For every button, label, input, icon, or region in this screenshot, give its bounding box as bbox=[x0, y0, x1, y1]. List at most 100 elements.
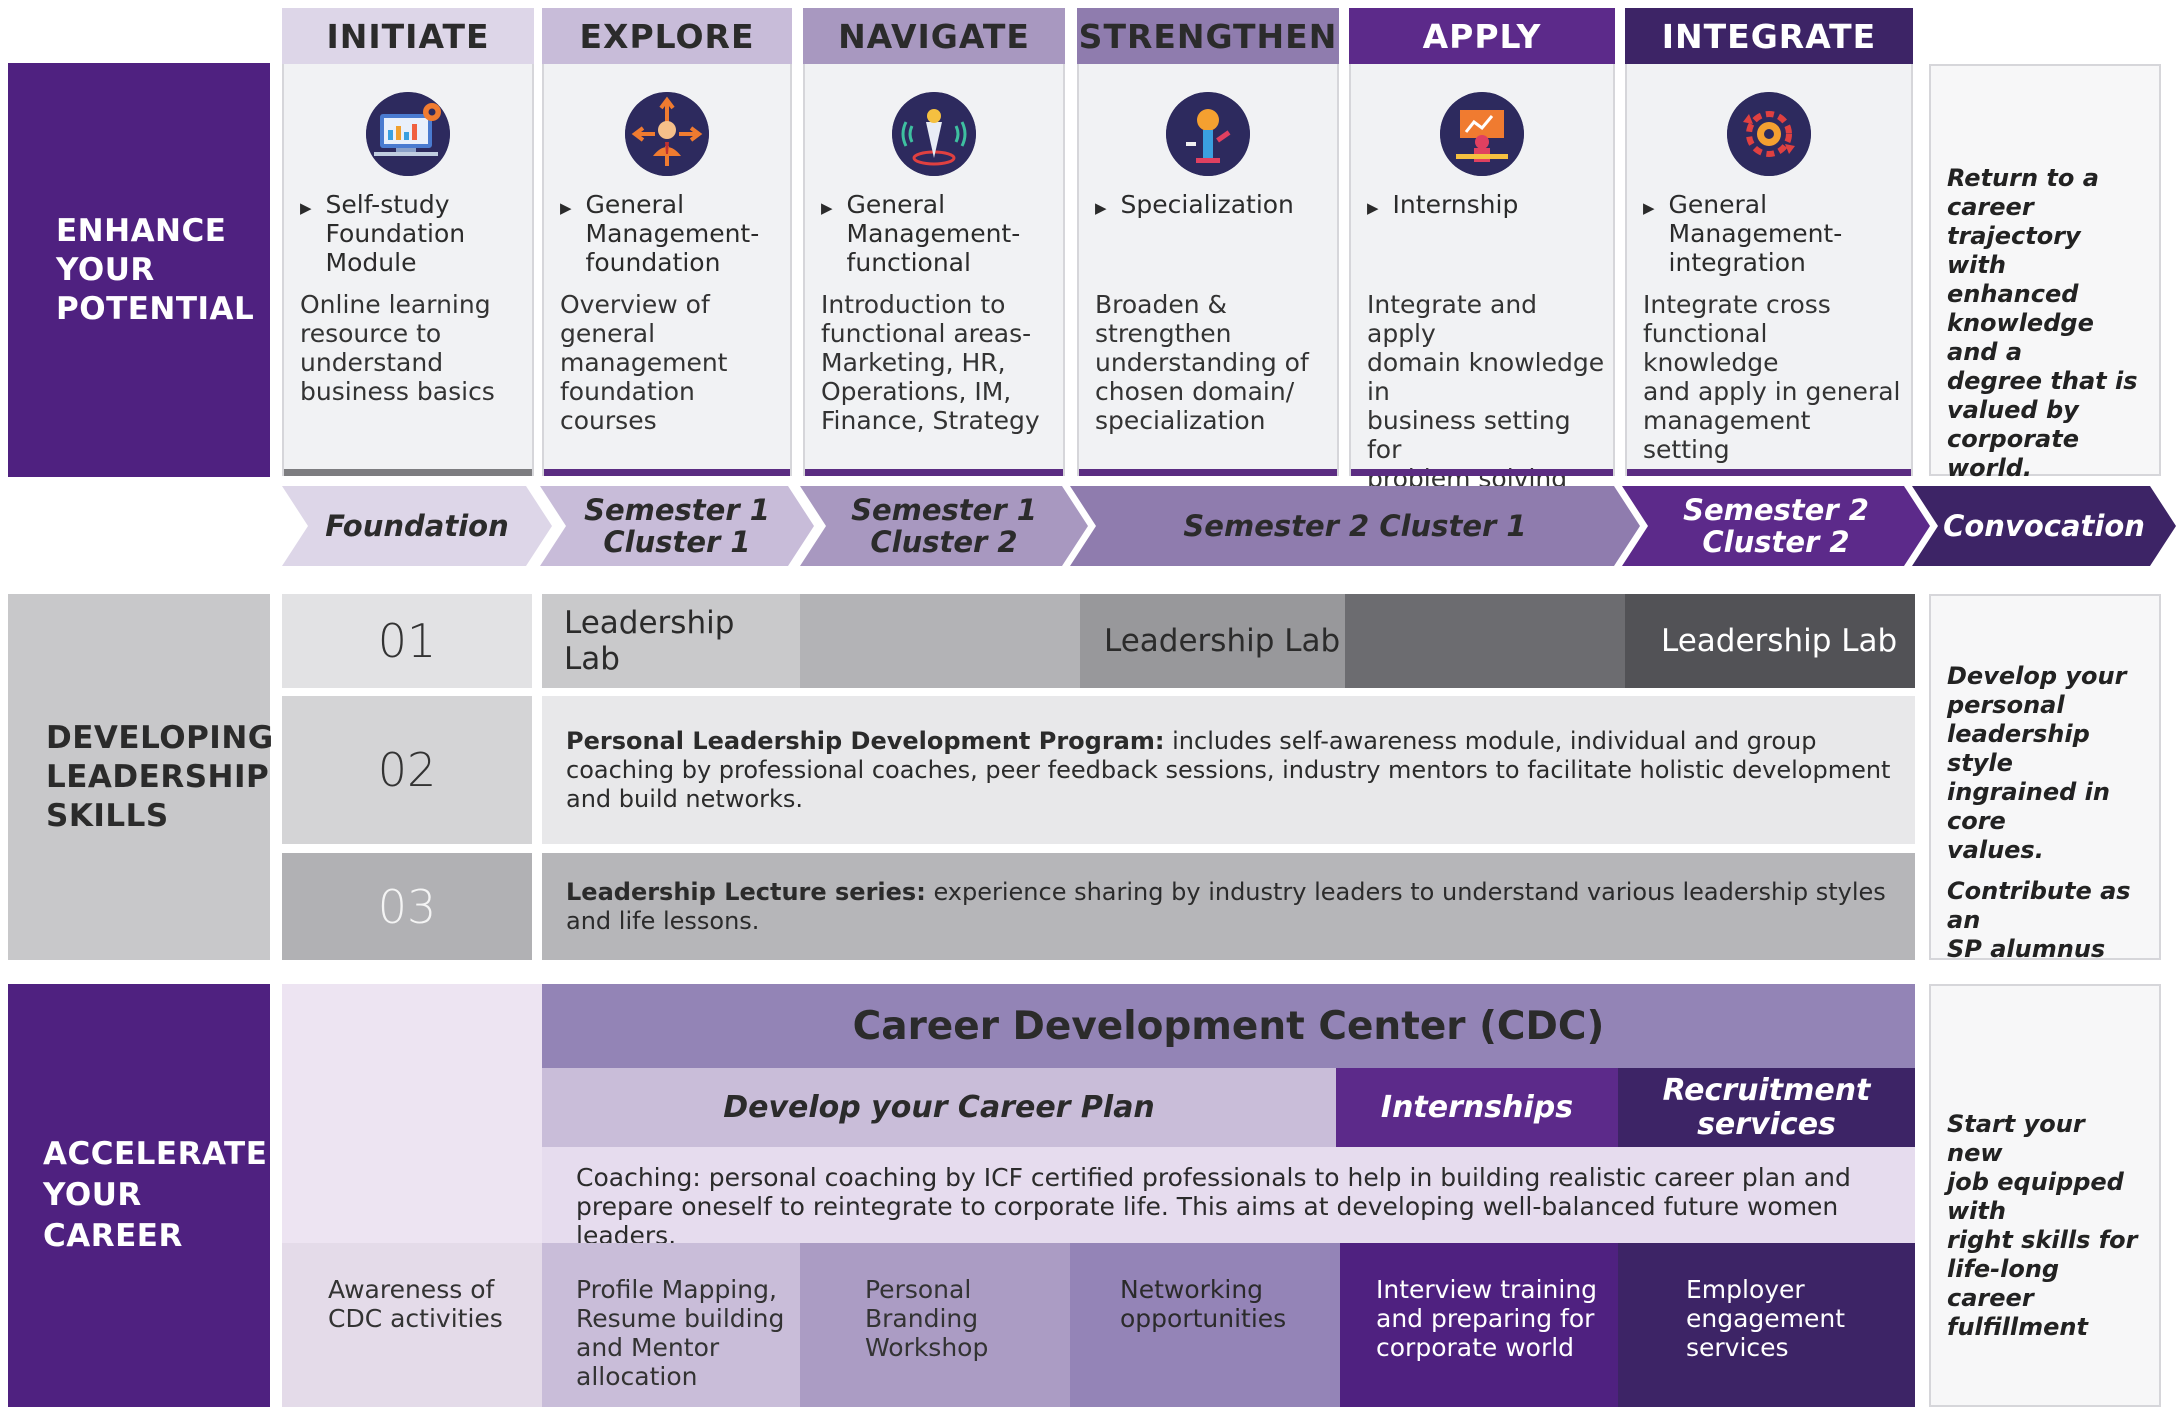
row-header-developing-line-1: DEVELOPING bbox=[46, 719, 274, 756]
stage-bottom-bar bbox=[544, 469, 790, 476]
bullet-arrow-icon: ▶ bbox=[1643, 199, 1655, 217]
personal-leadership-program: Personal Leadership Development Program:… bbox=[542, 696, 1915, 844]
row-header-enhance-line-3: POTENTIAL bbox=[56, 290, 255, 327]
side-note-line: Contribute as an bbox=[1947, 877, 2131, 934]
timeline-label: Semester 1 bbox=[851, 493, 1037, 527]
stage-title: INTEGRATE bbox=[1661, 16, 1877, 56]
career-foundation-area bbox=[282, 984, 542, 1243]
timeline-semester-1-cluster-1: Semester 1 Cluster 1 bbox=[540, 486, 814, 566]
coaching-text: personal coaching by ICF certified profe… bbox=[576, 1163, 1851, 1250]
program-text: includes self-awareness module, individu… bbox=[566, 726, 1891, 813]
desc-line: understanding of bbox=[1095, 348, 1309, 377]
side-note-line: degree that is bbox=[1947, 367, 2138, 395]
stage-title: INITIATE bbox=[326, 16, 490, 56]
side-note-line: valued by bbox=[1947, 396, 2079, 424]
cell-line: engagement bbox=[1686, 1304, 1846, 1333]
timeline-foundation: Foundation bbox=[282, 486, 552, 566]
timeline-label: Semester 2 Cluster 1 bbox=[1183, 509, 1527, 543]
coaching-title: Coaching: bbox=[576, 1163, 701, 1192]
leadership-lecture-series: Leadership Lecture series: experience sh… bbox=[542, 853, 1915, 960]
side-note-enhance: Return to a career trajectory with enhan… bbox=[1929, 64, 2161, 482]
side-note-line: fulfillment bbox=[1947, 1313, 2088, 1341]
presentation-desk-icon bbox=[1440, 92, 1524, 176]
recruitment-label: Recruitment bbox=[1662, 1072, 1871, 1108]
timeline-label: Cluster 2 bbox=[870, 525, 1018, 559]
stage-title: STRENGTHEN bbox=[1078, 16, 1338, 56]
row-header-developing: DEVELOPING LEADERSHIP SKILLS bbox=[8, 594, 274, 960]
stage-header-initiate: INITIATE bbox=[282, 8, 534, 64]
stage-bottom-bar bbox=[1079, 469, 1337, 476]
timeline-label: Cluster 1 bbox=[603, 525, 751, 559]
businessman-arrows-icon bbox=[625, 92, 709, 176]
leadership-number-03: 03 bbox=[282, 853, 532, 960]
bullet-line: General bbox=[846, 190, 946, 219]
bullet-line: integration bbox=[1668, 248, 1806, 277]
stage-description: Integrate and apply domain knowledge in … bbox=[1367, 290, 1605, 493]
cell-line: Branding bbox=[865, 1304, 979, 1333]
bullet-line: Internship bbox=[1392, 190, 1519, 219]
side-note-line: Develop your bbox=[1947, 662, 2127, 690]
stage-bottom-bar bbox=[1627, 469, 1911, 476]
side-note-line: ingrained in core bbox=[1947, 778, 2110, 835]
stage-header-strengthen: STRENGTHEN bbox=[1077, 8, 1339, 64]
side-note-line: leadership style bbox=[1947, 720, 2090, 777]
timeline-label: Cluster 2 bbox=[1702, 525, 1850, 559]
side-note-line: life-long career bbox=[1947, 1255, 2060, 1312]
career-cell-awareness: Awareness of CDC activities bbox=[282, 1243, 542, 1407]
stage-card-explore: ▶ General Management- foundation Overvie… bbox=[542, 64, 792, 476]
stage-description: Introduction to functional areas- Market… bbox=[821, 290, 1055, 435]
cell-line: Workshop bbox=[865, 1333, 989, 1362]
cell-line: Networking bbox=[1120, 1275, 1264, 1304]
bullet-line: foundation bbox=[585, 248, 721, 277]
side-note-line: SP alumnus bbox=[1947, 935, 2106, 963]
side-note-line: right skills for bbox=[1947, 1226, 2138, 1254]
stage-header-apply: APPLY bbox=[1349, 8, 1615, 64]
row-header-enhance-line-2: YOUR bbox=[56, 251, 155, 288]
stage-card-apply: ▶ Internship Integrate and apply domain … bbox=[1349, 64, 1615, 493]
cell-line: and preparing for bbox=[1376, 1304, 1595, 1333]
stage-title: APPLY bbox=[1422, 16, 1542, 56]
cdc-title-bar: Career Development Center (CDC) bbox=[542, 984, 1915, 1068]
cell-line: Employer bbox=[1686, 1275, 1805, 1304]
career-plan-label: Develop your Career Plan bbox=[723, 1090, 1155, 1125]
timeline-label: Foundation bbox=[325, 509, 509, 543]
lightbulb-tools-icon bbox=[1166, 92, 1250, 176]
career-cell-interview-training: Interview training and preparing for cor… bbox=[1340, 1243, 1618, 1407]
side-note-line: knowledge and a bbox=[1947, 309, 2094, 366]
bullet-line: General bbox=[585, 190, 685, 219]
timeline-semester-2-cluster-2: Semester 2 Cluster 2 bbox=[1622, 486, 1930, 566]
desc-line: Integrate and apply bbox=[1367, 290, 1538, 348]
dashboard-monitor-icon bbox=[366, 92, 450, 176]
bullet-line: Specialization bbox=[1120, 190, 1294, 219]
side-note-line: job equipped with bbox=[1947, 1168, 2124, 1225]
recruitment-bar: Recruitment services bbox=[1618, 1068, 1915, 1147]
desc-line: Operations, IM, bbox=[821, 377, 1012, 406]
stage-bullet: ▶ Internship bbox=[1367, 190, 1603, 223]
desc-line: foundation courses bbox=[560, 377, 695, 435]
row-header-accelerate-line-1: ACCELERATE bbox=[43, 1136, 268, 1172]
lecture-title: Leadership Lecture series: bbox=[566, 877, 926, 906]
stage-header-integrate: INTEGRATE bbox=[1625, 8, 1913, 64]
stage-bullet: ▶ General Management- integration bbox=[1643, 190, 1901, 277]
bullet-line: functional bbox=[846, 248, 971, 277]
leadership-lab-3: Leadership Lab bbox=[1625, 594, 1915, 688]
cell-line: services bbox=[1686, 1333, 1789, 1362]
bullet-arrow-icon: ▶ bbox=[300, 199, 312, 217]
stage-description: Overview of general management foundatio… bbox=[560, 290, 782, 435]
bullet-line: Management- bbox=[585, 219, 760, 248]
leadership-lab-1: Leadership Lab bbox=[542, 594, 800, 688]
stage-title: EXPLORE bbox=[579, 16, 755, 56]
side-note-line: values. bbox=[1947, 836, 2044, 864]
timeline-label: Semester 1 bbox=[584, 493, 770, 527]
desc-line: functional knowledge bbox=[1643, 319, 1779, 377]
cell-line: Interview training bbox=[1376, 1275, 1598, 1304]
stage-header-navigate: NAVIGATE bbox=[803, 8, 1065, 64]
bullet-arrow-icon: ▶ bbox=[560, 199, 572, 217]
recruitment-label: services bbox=[1697, 1106, 1836, 1142]
coaching-row: Coaching: personal coaching by ICF certi… bbox=[542, 1147, 1915, 1250]
desc-line: Broaden & bbox=[1095, 290, 1228, 319]
leadership-lab-2: Leadership Lab bbox=[1080, 594, 1345, 688]
lab-label: Leadership Lab bbox=[1661, 623, 1898, 659]
side-note-accelerate: Start your new job equipped with right s… bbox=[1929, 984, 2161, 1407]
timeline-label: Semester 2 bbox=[1683, 493, 1869, 527]
